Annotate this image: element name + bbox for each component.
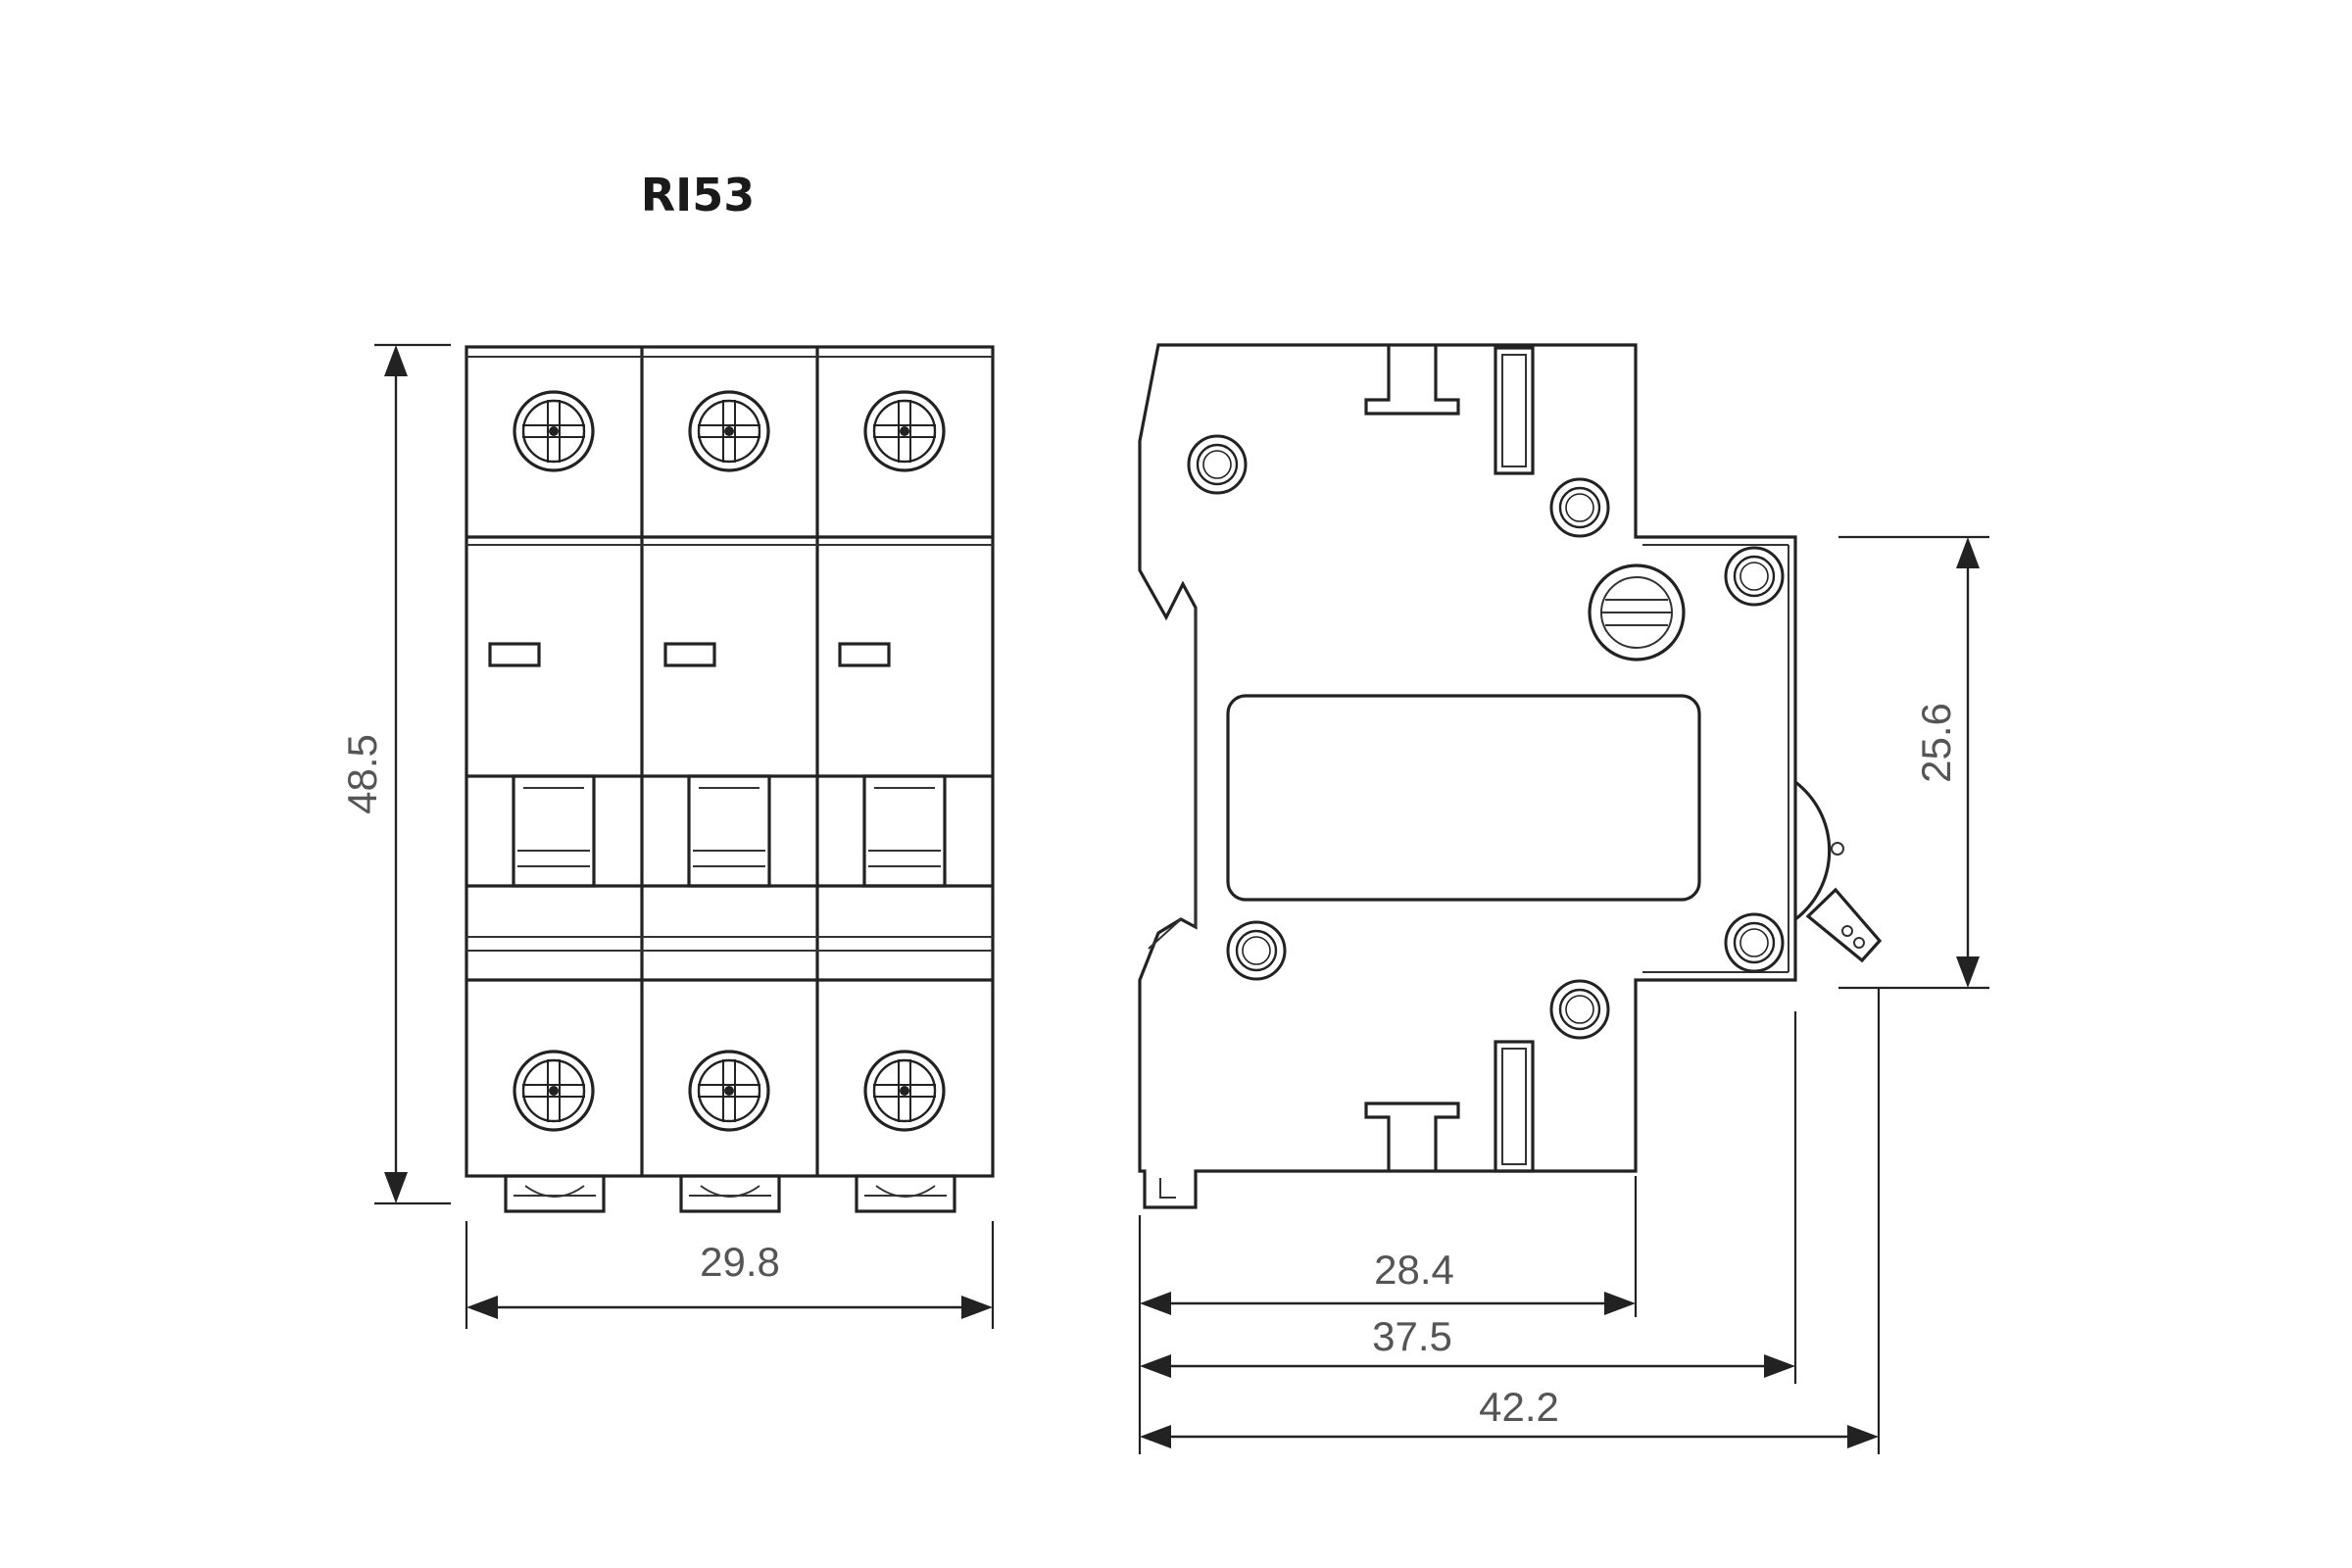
toggle-handle-icon [1794,780,1883,963]
depth-dimensions: 28.4 37.5 42.2 [1138,988,1881,1454]
din-clip [679,1174,781,1213]
side-view [1138,343,1883,1209]
rivet-icon [1549,477,1610,538]
terminal-screw-icon [863,390,946,472]
toggle-lever [512,774,596,888]
front-view [465,345,995,1213]
drawing-title: RI53 [641,169,756,221]
label-window [1226,694,1701,902]
height-dimension: 48.5 [339,343,451,1205]
terminal-screw-icon [688,390,770,472]
indicator-window [838,642,891,667]
dimension-label-width: 29.8 [700,1239,780,1285]
rivet-icon [1549,979,1610,1040]
terminal-screw-icon [688,1050,770,1132]
dimension-label-depth-1: 28.4 [1374,1247,1454,1293]
width-dimension: 29.8 [465,1221,995,1329]
dimension-label-height: 48.5 [339,734,385,814]
din-clip [504,1174,606,1213]
rivet-icon [1187,434,1248,495]
rivet-icon [1226,920,1287,981]
din-clip [855,1174,956,1213]
toggle-lever [862,774,947,888]
dimension-label-side-height: 25.6 [1913,703,1959,783]
dimension-label-depth-2: 37.5 [1372,1313,1452,1359]
terminal-screw-icon [863,1050,946,1132]
indicator-window [663,642,716,667]
dimension-label-depth-3: 42.2 [1479,1384,1559,1430]
toggle-lever [687,774,771,888]
terminal-screw-icon [513,390,595,472]
rivet-icon [1724,912,1785,973]
side-height-dimension: 25.6 [1838,535,1989,990]
rivet-icon [1724,546,1785,607]
terminal-screw-icon [513,1050,595,1132]
vent-icon [1588,564,1686,662]
indicator-window [488,642,541,667]
